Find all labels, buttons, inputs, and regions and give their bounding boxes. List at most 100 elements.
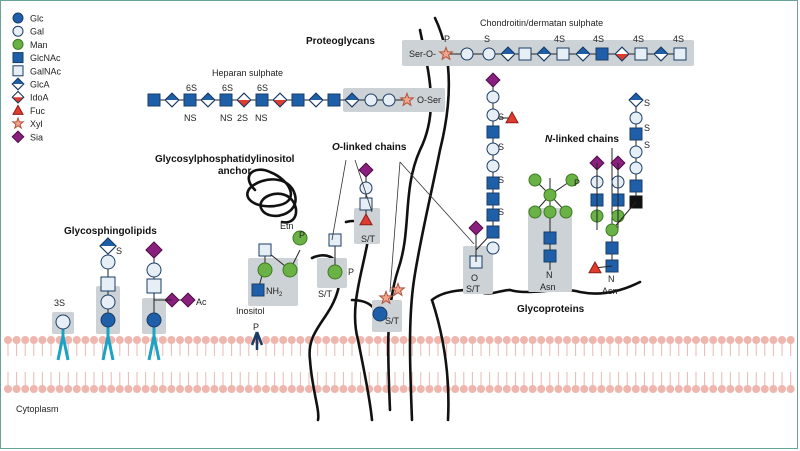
lipid-head — [227, 385, 236, 393]
lipid-head — [425, 336, 434, 344]
lipid-head — [210, 336, 219, 344]
lipid-head — [305, 385, 313, 393]
label-p-inositol: P — [253, 322, 259, 332]
label-st-4: S/T — [466, 284, 481, 294]
lipid-head — [330, 336, 339, 344]
lipid-head — [657, 385, 666, 393]
legend-label: Man — [30, 40, 48, 50]
lipid-head — [287, 336, 296, 344]
glcnac-icon — [605, 241, 619, 255]
lipid-head — [72, 385, 81, 393]
galnac-icon — [359, 197, 373, 211]
lipid-head — [717, 336, 726, 344]
gal-icon — [364, 93, 378, 107]
glc-icon — [146, 312, 162, 328]
fuc-icon — [359, 212, 373, 226]
lipid-head — [133, 336, 141, 344]
lipid-head — [451, 385, 460, 393]
label-6s-2: 6S — [222, 83, 233, 93]
gal-icon — [629, 161, 643, 175]
lipid-head — [606, 336, 614, 344]
sia-icon — [11, 130, 25, 144]
lipid-head — [12, 385, 21, 393]
lipid-head — [210, 385, 219, 393]
gal-icon — [486, 159, 500, 173]
lipid-head — [72, 336, 81, 344]
legend-label: IdoA — [30, 93, 49, 103]
lipid-head — [47, 336, 55, 344]
glcnac-icon — [291, 93, 305, 107]
glcnac-icon — [183, 93, 197, 107]
glycan-symbols — [55, 45, 687, 361]
man-icon — [257, 262, 273, 278]
lipid-head — [270, 385, 279, 393]
label-o-glycoprotein: O — [471, 273, 478, 283]
lipid-head — [236, 385, 245, 393]
lipid-head — [115, 385, 124, 393]
label-ns-2: NS — [220, 113, 233, 123]
lipid-head — [365, 336, 374, 344]
lipid-head — [674, 385, 683, 393]
lipid-head — [416, 385, 425, 393]
lipid-head — [21, 385, 30, 393]
gal-icon — [486, 108, 500, 122]
label-4s-3: 4S — [633, 34, 644, 44]
lipid-head — [709, 336, 718, 344]
lipid-head — [520, 336, 528, 344]
lipid-head — [717, 385, 726, 393]
fuc-icon — [12, 104, 24, 115]
lipid-head — [571, 336, 580, 344]
label-st-2: S/T — [361, 234, 376, 244]
lipid-head — [279, 336, 288, 344]
lipid-head — [425, 385, 434, 393]
lipid-head — [537, 336, 546, 344]
lipid-head — [700, 385, 709, 393]
lipid-head — [244, 336, 253, 344]
lipid-head — [244, 385, 253, 393]
lipid-head — [90, 336, 98, 344]
idoa-icon — [236, 92, 252, 108]
lipid-head — [339, 385, 348, 393]
lipid-head — [726, 336, 735, 344]
label-s-a: S — [498, 112, 504, 122]
glycoprotein-protein-mid — [508, 280, 642, 295]
lipid-head — [262, 385, 270, 393]
lipid-head — [528, 385, 537, 393]
galnac-icon — [12, 65, 24, 77]
lipid-bilayer — [4, 336, 795, 393]
pointer-line — [399, 161, 475, 245]
glcnac-icon — [147, 93, 161, 107]
lipid-head — [330, 385, 339, 393]
lipid-head — [700, 336, 709, 344]
xyl-icon — [390, 281, 406, 297]
lipid-head — [4, 385, 12, 393]
label-ns-3: NS — [255, 113, 268, 123]
legend-label: Glc — [30, 14, 44, 24]
lipid-head — [313, 336, 322, 344]
lipid-head — [485, 385, 494, 393]
lipid-head — [588, 385, 597, 393]
glca-icon — [200, 92, 216, 108]
lipid-head — [253, 385, 262, 393]
lipid-head — [434, 385, 442, 393]
lipid-head — [752, 336, 761, 344]
man-icon — [565, 173, 579, 187]
gal-icon — [486, 241, 500, 255]
idoa-icon — [11, 90, 25, 104]
lipid-head — [399, 385, 408, 393]
lipid-head — [373, 336, 382, 344]
lipid-head — [4, 336, 12, 344]
label-4s-1: 4S — [554, 34, 565, 44]
lipid-head — [201, 336, 210, 344]
lipid-head — [81, 385, 90, 393]
label-s-n2: S — [644, 123, 650, 133]
gal-icon — [100, 254, 116, 270]
lipid-head — [236, 336, 245, 344]
sia-icon — [468, 220, 484, 236]
lipid-head — [158, 336, 167, 344]
lipid-head — [262, 336, 270, 344]
gal-icon — [12, 25, 24, 37]
galnac-icon — [518, 47, 532, 61]
label-2s: 2S — [237, 113, 248, 123]
